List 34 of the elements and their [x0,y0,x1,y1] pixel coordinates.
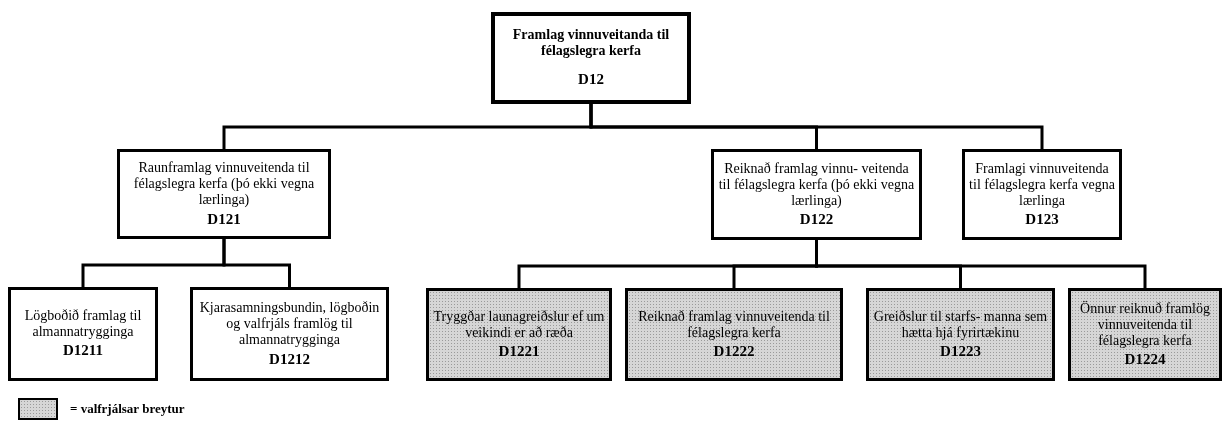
box-label: Framlag vinnuveitanda til félagslegra kerfa [511,27,671,60]
shaded-box [625,288,843,381]
connector-line [222,239,291,287]
code-label: D1221 [497,342,541,361]
category-box [117,149,331,239]
code-label: D122 [798,211,835,229]
code-label: D1223 [939,342,982,361]
shaded-box [426,288,612,381]
shaded-box [866,288,1055,381]
category-box [711,149,922,240]
code-label: D1212 [268,350,311,368]
code-label: D12 [577,71,605,89]
category-box [190,287,389,381]
box-label: Reiknað framlag vinnuveitenda til félagslegra kerfa [637,308,831,341]
category-box [962,149,1122,240]
code-label: D1224 [1123,351,1167,369]
box-label: Önnur reiknuð framlög vinnuveitenda til félagslegra kerfa [1079,300,1211,349]
box-label: Kjarasamningsbundin, lögboðin og valfrjáls framlög til almannatrygginga [198,300,381,349]
box-label: Tryggðar launagreiðslur ef um veikindi er að ræða [432,308,606,341]
box-label: Reiknað framlag vinnu- veitenda til félagslegra kerfa (þó ekki vegna lærlinga) [717,160,916,209]
box-label: Raunframlag vinnuveitenda til félagslegra kerfa (þó ekki vegna lærlinga) [132,160,316,209]
code-label: D1222 [712,342,756,361]
box-label: Greiðslur til starfs- manna sem hætta hjá fyrirtækinu [872,308,1049,341]
legend-label: = valfrjálsar breytur [70,400,185,419]
box-label: Lögboðið framlag til almannatrygginga [23,308,143,341]
box-label: Framlagi vinnuveitenda til félagslegra kerfa vegna lærlinga [968,160,1116,209]
category-box [8,287,158,381]
code-label: D1211 [62,342,104,360]
connector-line [589,104,1044,149]
code-label: D123 [1024,211,1060,229]
connector-line [815,240,1147,288]
code-label: D121 [206,210,242,228]
category-box [491,12,691,104]
shaded-box [1068,288,1222,381]
